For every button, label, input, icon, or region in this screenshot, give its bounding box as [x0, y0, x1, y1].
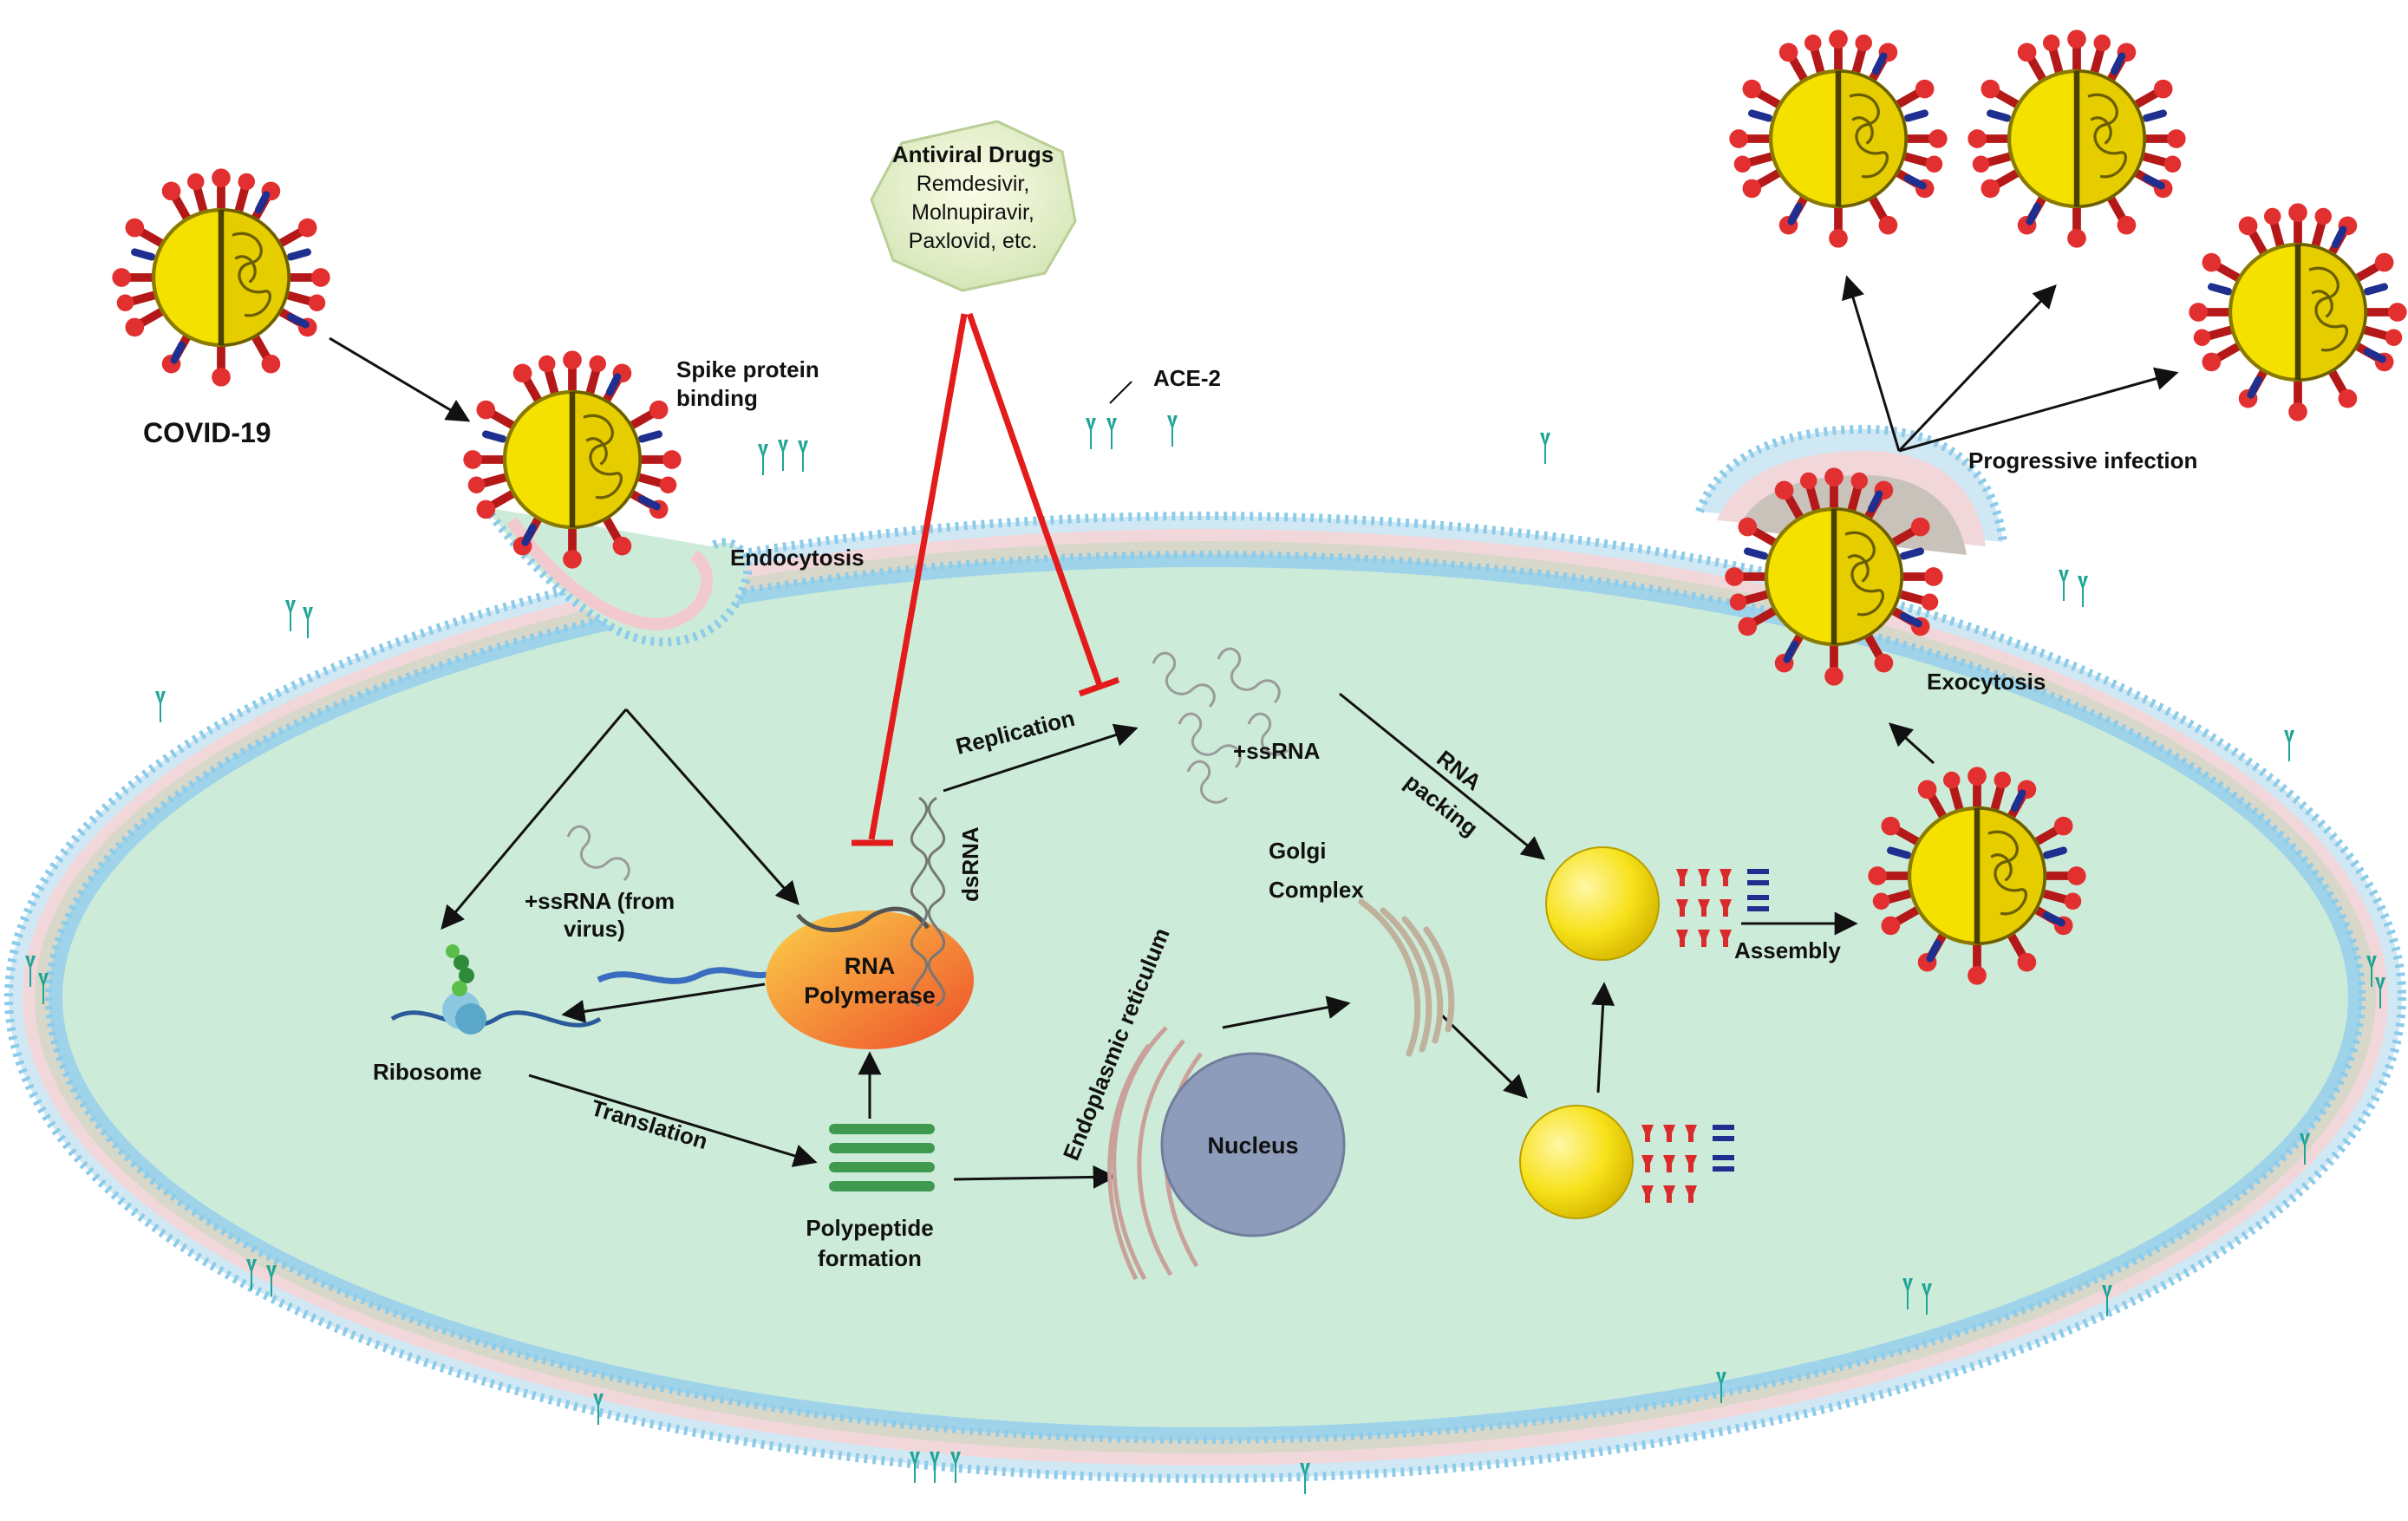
endocytosis-pocket	[481, 505, 753, 647]
label-exocytosis: Exocytosis	[1927, 669, 2046, 695]
label-drugs-title: Antiviral Drugs	[892, 141, 1054, 167]
inhibition-lines	[852, 312, 1120, 846]
virus-progeny-3-icon	[2189, 203, 2406, 421]
ace2-pointer	[1109, 381, 1132, 404]
antiviral-drug-shape	[870, 120, 1077, 292]
polypeptide-chains	[829, 1124, 935, 1191]
virus-icon	[112, 168, 330, 386]
label-spike-2: binding	[676, 385, 758, 411]
label-drugs-1: Remdesivir,	[917, 172, 1030, 196]
label-ace2: ACE-2	[1153, 365, 1221, 391]
ssrna-strands	[566, 647, 1289, 882]
label-drugs-2: Molnupiravir,	[911, 200, 1034, 225]
virus-progeny-1-icon	[1729, 29, 1947, 247]
process-arrows	[329, 275, 2179, 1189]
label-ssrna: +ssRNA	[1233, 738, 1321, 764]
label-assembly: Assembly	[1734, 937, 1841, 963]
label-ssrna-virus-2: virus)	[564, 916, 625, 942]
golgi-complex	[1358, 898, 1455, 1057]
ribosome-icon	[390, 944, 602, 1035]
label-dsrna: dsRNA	[957, 826, 983, 902]
dsrna-helix	[910, 796, 945, 1008]
label-nucleus: Nucleus	[1207, 1133, 1298, 1159]
label-golgi-1: Golgi	[1269, 838, 1326, 864]
label-drugs-3: Paxlovid, etc.	[909, 229, 1038, 253]
virus-progeny-2-icon	[1968, 29, 2185, 247]
nucleus	[1160, 1052, 1346, 1237]
label-golgi-2: Complex	[1269, 877, 1364, 903]
vesicle-assembly	[1545, 846, 1660, 961]
assembly-proteins	[1641, 869, 1769, 1203]
label-progressive: Progressive infection	[1968, 447, 2197, 473]
label-polypeptide-1: Polypeptide	[806, 1215, 933, 1241]
label-covid: COVID-19	[143, 417, 271, 448]
label-endocytosis: Endocytosis	[730, 545, 865, 571]
label-spike-1: Spike protein	[676, 356, 819, 382]
polymerase-rna-strand	[796, 906, 930, 932]
cytoplasm	[62, 567, 2348, 1427]
cell-membrane	[4, 512, 2406, 1483]
label-ribosome: Ribosome	[373, 1059, 482, 1085]
label-rna-pol-2: Polymerase	[804, 982, 936, 1009]
vesicle-golgi	[1519, 1105, 1634, 1219]
label-ssrna-virus-1: +ssRNA (from	[525, 888, 675, 914]
label-polypeptide-2: formation	[818, 1245, 922, 1271]
rna-polymerase	[766, 911, 974, 1049]
label-rna-pol-1: RNA	[845, 953, 896, 979]
viral-rna-icon	[597, 967, 782, 984]
